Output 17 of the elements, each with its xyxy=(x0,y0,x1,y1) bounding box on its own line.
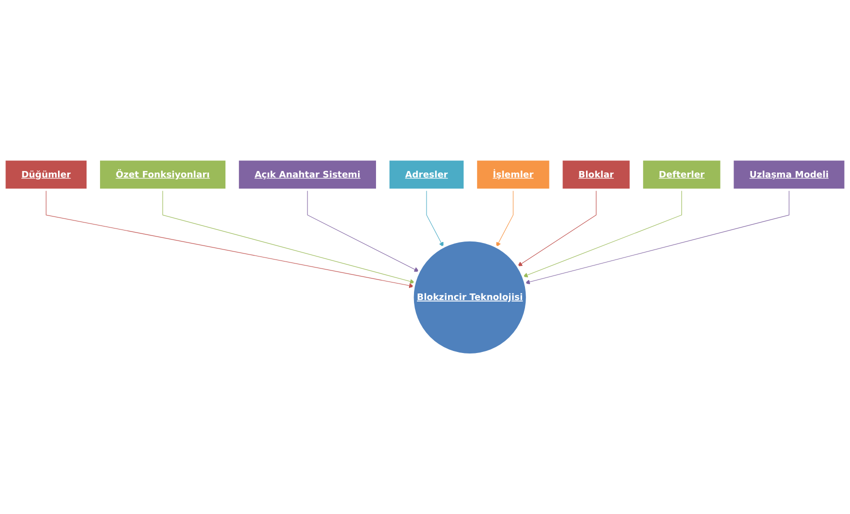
node-box: İşlemler xyxy=(474,158,552,191)
node-box: Düğümler xyxy=(3,158,89,191)
node-box: Defterler xyxy=(640,158,723,191)
node-box: Adresler xyxy=(387,158,466,191)
arrow xyxy=(518,189,596,266)
arrow xyxy=(522,189,682,278)
arrow xyxy=(162,189,415,284)
arrow xyxy=(496,189,514,247)
node-box: Uzlaşma Modeli xyxy=(732,158,847,191)
arrow xyxy=(525,189,790,284)
node-box: Özet Fonksiyonları xyxy=(98,158,228,191)
arrow xyxy=(426,189,444,247)
arrow xyxy=(307,189,420,272)
node-circle: Blokzincir Teknolojisi xyxy=(412,239,528,356)
arrow xyxy=(46,189,414,288)
node-box: Bloklar xyxy=(560,158,632,191)
node-box: Açık Anahtar Sistemi xyxy=(236,158,378,191)
